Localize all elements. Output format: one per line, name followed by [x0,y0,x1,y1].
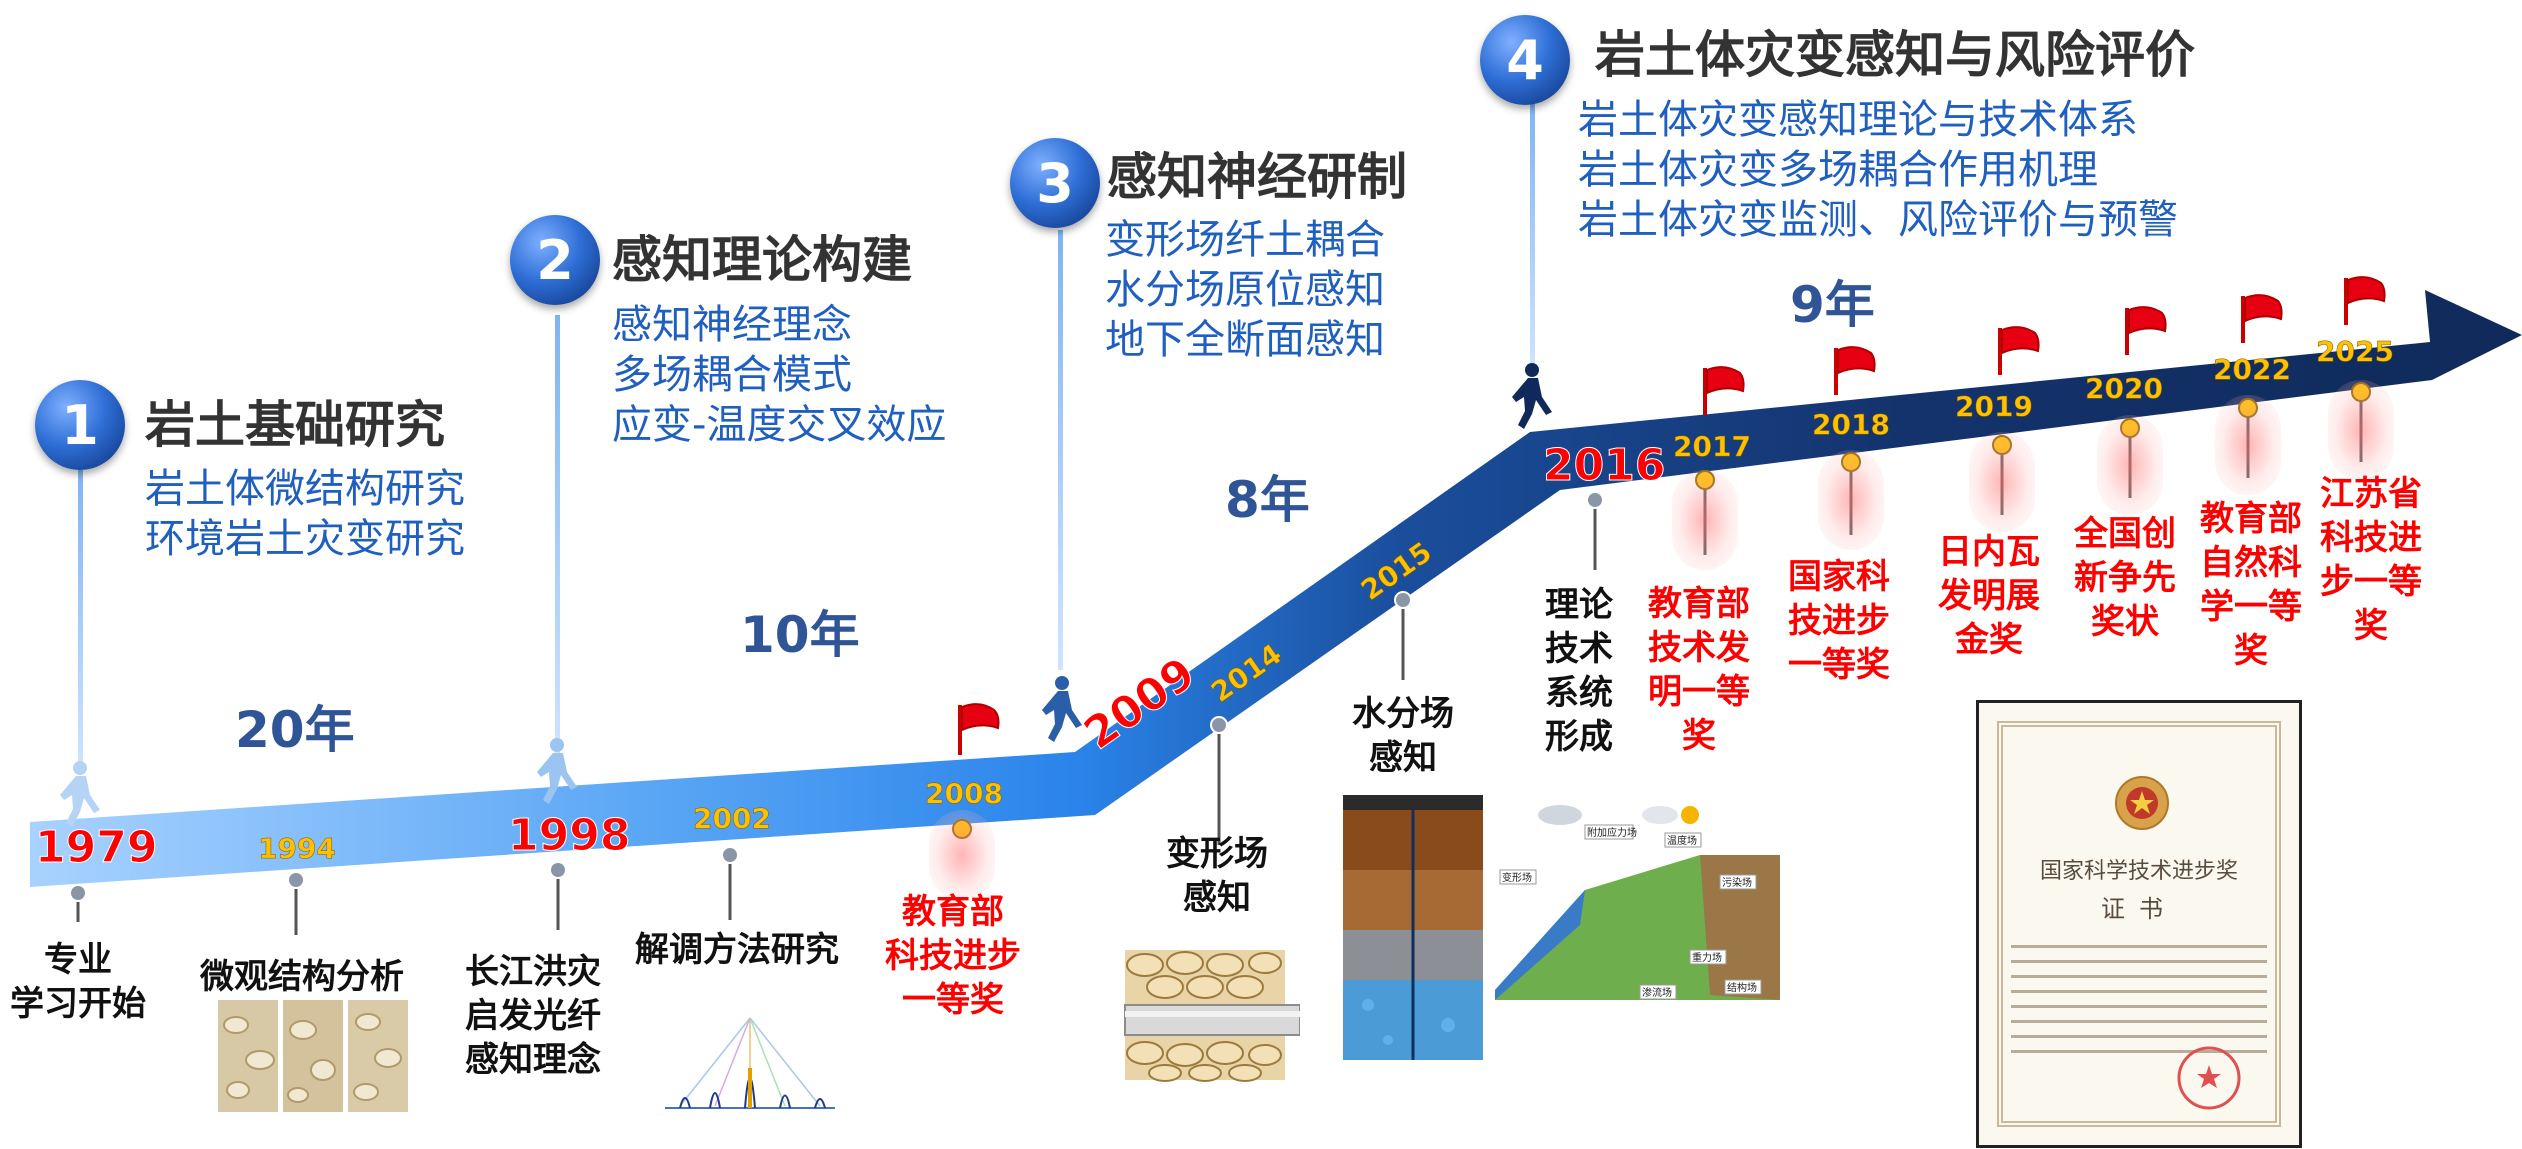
stage-item: 多场耦合模式 [612,352,852,398]
flag-icon [1703,366,1745,415]
duration-label: 9年 [1790,276,1875,334]
award-2025: 江苏省 科技进 步一等 奖 [2320,474,2422,646]
stage-3-badge: 3 [1010,138,1100,228]
stage-2-title: 感知理论构建 [612,231,912,289]
stage-4-badge: 4 [1480,15,1570,105]
award-glow [2097,415,2163,515]
caption-1994: 微观结构分析 [200,957,404,997]
stage-item: 感知神经理念 [612,302,852,348]
caption-1998: 长江洪灾 启发光纤 感知理念 [465,952,601,1080]
certificate-text-lines [1989,933,2289,1053]
walker-icon [60,761,100,827]
stage-4-items: 岩土体灾变感知理论与技术体系 岩土体灾变多场耦合作用机理 岩土体灾变监测、风险评… [1578,95,2178,245]
spectrum-image [665,1017,835,1109]
stage-item: 变形场纤土耦合 [1105,217,1385,263]
year-2018: 2018 [1812,408,1890,442]
year-1979: 1979 [34,822,158,874]
year-1998: 1998 [507,810,631,862]
stage-item: 水分场原位感知 [1105,267,1385,313]
award-glow [1969,432,2035,532]
label-structure-field: 结构场 [1727,981,1757,994]
award-2022: 教育部 自然科 学一等 奖 [2200,499,2302,671]
stage-item: 岩土体微结构研究 [145,466,465,512]
stage-4-title: 岩土体灾变感知与风险评价 [1595,26,2195,84]
label-deform-field: 变形场 [1502,871,1532,884]
caption-2014: 变形场 感知 [1166,834,1268,918]
year-2022: 2022 [2213,353,2291,387]
award-glow [929,810,995,900]
stage-item: 环境岩土灾变研究 [145,516,465,562]
flag-icon [1834,346,1876,395]
award-glow [1672,470,1738,570]
year-2017: 2017 [1673,430,1751,464]
award-2008: 教育部 科技进步 一等奖 [885,892,1021,1020]
label-seepage-field: 渗流场 [1642,986,1672,999]
year-1994: 1994 [258,832,336,866]
caption-2002: 解调方法研究 [635,930,839,970]
stage-1-items: 岩土体微结构研究 环境岩土灾变研究 [145,464,465,564]
certificate-title: 国家科学技术进步奖 [2039,859,2238,884]
year-2002: 2002 [693,802,771,836]
stage-3-title: 感知神经研制 [1107,148,1407,206]
stage-2-items: 感知神经理念 多场耦合模式 应变-温度交叉效应 [612,300,946,450]
duration-label: 8年 [1225,471,1310,529]
label-pollute-field: 污染场 [1722,876,1752,889]
slope-field-diagram: 附加应力场 温度场 变形场 污染场 重力场 渗流场 结构场 [1490,795,1790,1010]
stage-item: 岩土体灾变感知理论与技术体系 [1578,97,2138,143]
award-glow [2328,380,2394,480]
walker-icon [1512,363,1552,429]
award-2017: 教育部 技术发 明一等 奖 [1648,584,1750,756]
flag-icon [2125,306,2167,355]
caption-2015: 水分场 感知 [1352,694,1454,778]
soil-column-image [1343,795,1483,1060]
flag-icon [2344,276,2386,325]
deformation-sample-image [1124,950,1300,1082]
certificate-image: 国家科学技术进步奖 证书 [1976,700,2302,1148]
stage-1-badge: 1 [35,380,125,470]
duration-label: 20年 [235,701,355,759]
duration-label: 10年 [740,606,860,664]
caption-1979: 专业 学习开始 [10,940,146,1024]
label-gravity-field: 重力场 [1692,951,1722,964]
microstructure-image [218,1000,408,1112]
flag-icon [958,703,1000,755]
award-2020: 全国创 新争先 奖状 [2074,514,2176,642]
award-glow [2215,395,2281,495]
stage-2-badge: 2 [510,215,600,305]
award-2019: 日内瓦 发明展 金奖 [1938,532,2040,660]
certificate-border [1997,721,2281,1127]
award-glow [1818,450,1884,550]
stage-item: 岩土体灾变多场耦合作用机理 [1578,147,2098,193]
national-emblem-icon [2115,776,2169,830]
year-2025: 2025 [2316,335,2394,369]
caption-2016: 理论 技术 系统 形成 [1545,585,1613,757]
stage-3-items: 变形场纤土耦合 水分场原位感知 地下全断面感知 [1105,215,1385,365]
year-2016: 2016 [1542,440,1666,492]
stage-1-title: 岩土基础研究 [145,396,445,454]
stage-item: 地下全断面感知 [1105,317,1385,363]
label-top-field: 附加应力场 [1587,826,1637,839]
flag-icon [1998,326,2040,375]
award-2018: 国家科 技进步 一等奖 [1788,557,1890,685]
walker-icon [1042,676,1082,742]
stage-item: 岩土体灾变监测、风险评价与预警 [1578,197,2178,243]
certificate-subtitle: 证书 [2101,895,2177,923]
year-2019: 2019 [1955,390,2033,424]
label-temp-field: 温度场 [1667,834,1697,847]
stage-item: 应变-温度交叉效应 [612,402,947,448]
certificate-seal-icon [2177,1046,2241,1110]
year-2020: 2020 [2085,372,2163,406]
year-2008: 2008 [925,777,1003,811]
flag-icon [2241,294,2283,343]
walker-icon [537,738,577,804]
